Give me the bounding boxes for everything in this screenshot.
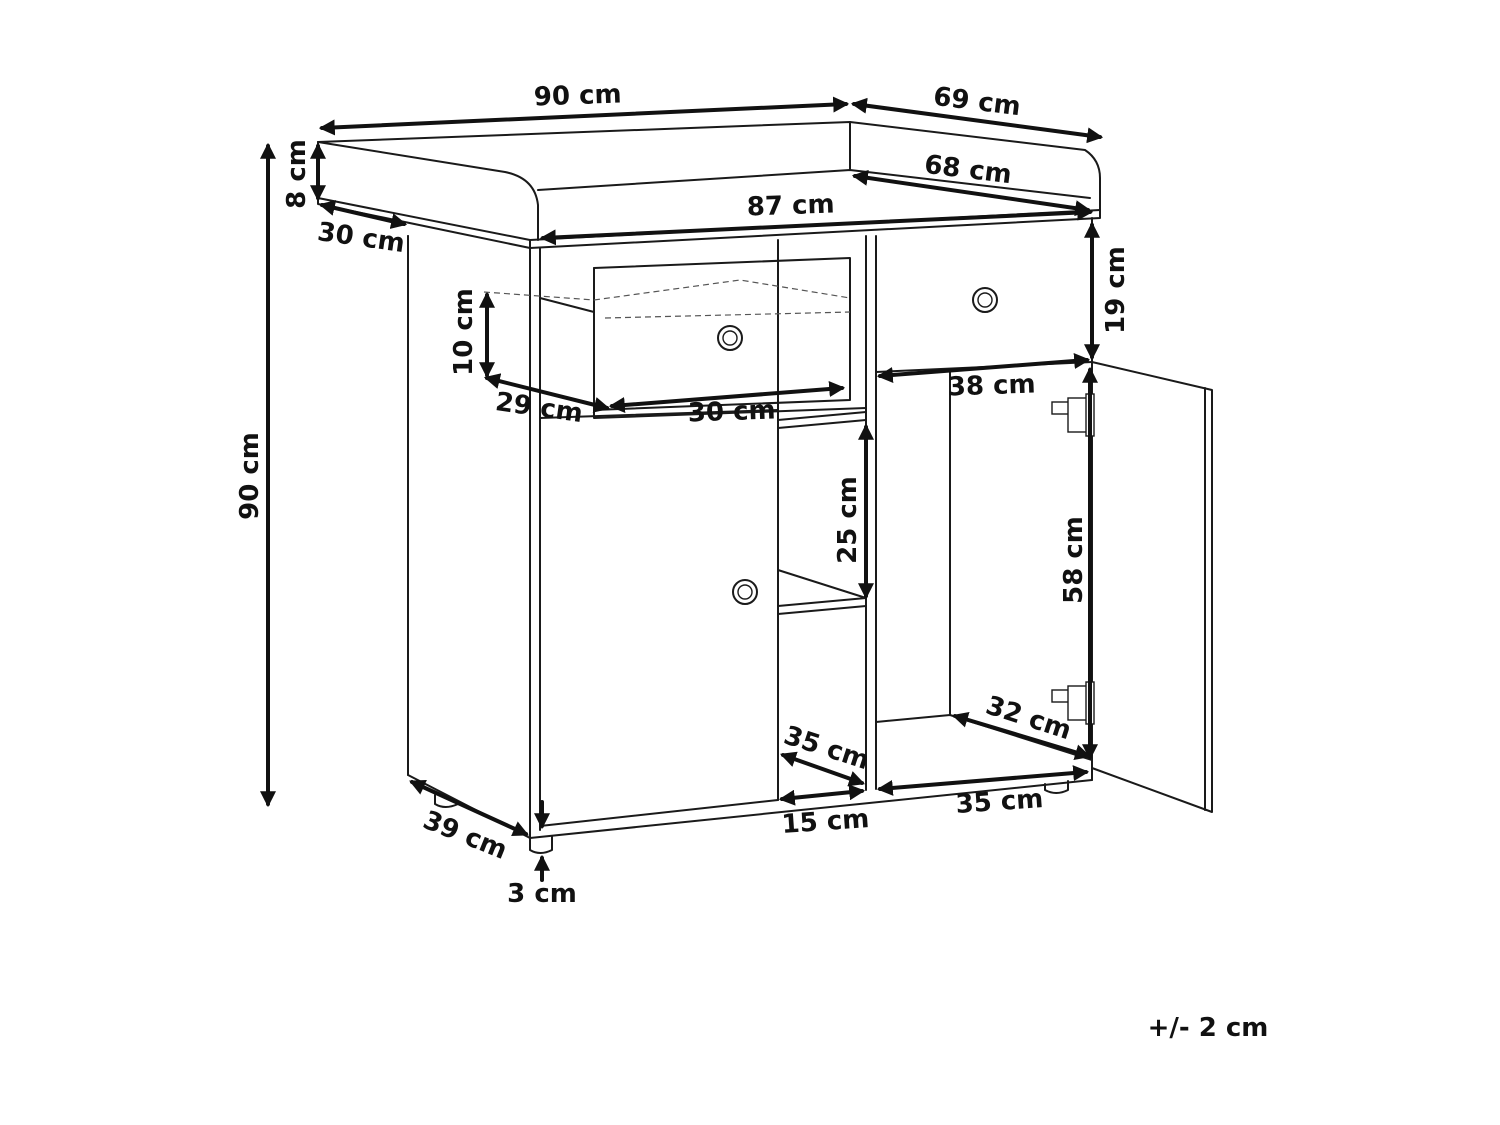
label-top-inner-width: 87 cm xyxy=(746,189,835,222)
label-total-height: 90 cm xyxy=(235,432,265,520)
drawer-knob-right xyxy=(972,287,998,313)
label-top-rim-height: 8 cm xyxy=(282,139,312,209)
label-total-width: 90 cm xyxy=(533,79,622,112)
label-drawer-right-width: 38 cm xyxy=(947,369,1036,402)
label-drawer-left-height: 10 cm xyxy=(449,288,479,376)
label-leg-height: 3 cm xyxy=(507,879,577,909)
drawer-knob-left xyxy=(717,325,743,351)
label-top-inner-depth: 68 cm xyxy=(923,150,1014,190)
label-drawer-left-depth: 29 cm xyxy=(494,387,585,429)
label-shelf-depth: 35 cm xyxy=(780,721,873,777)
hinge-top xyxy=(1051,393,1095,437)
label-shelf-width: 15 cm xyxy=(781,804,871,840)
label-drawer-right-height: 19 cm xyxy=(1101,246,1131,334)
label-drawer-left-width: 30 cm xyxy=(687,395,776,428)
right-drawer xyxy=(875,287,1093,373)
dimension-arrows xyxy=(260,96,1104,882)
label-base-depth: 39 cm xyxy=(419,805,512,866)
dimension-labels: 90 cm 69 cm 8 cm 68 cm 87 cm 30 cm 90 cm… xyxy=(235,79,1131,909)
cabinet-drawing xyxy=(317,121,1213,854)
label-cabinet-inner-height: 58 cm xyxy=(1059,516,1089,604)
label-cabinet-inner-width: 35 cm xyxy=(955,784,1045,820)
door-knob-left xyxy=(732,579,758,605)
tolerance-note: +/- 2 cm xyxy=(1148,1013,1269,1043)
label-shelf-height: 25 cm xyxy=(833,476,863,564)
